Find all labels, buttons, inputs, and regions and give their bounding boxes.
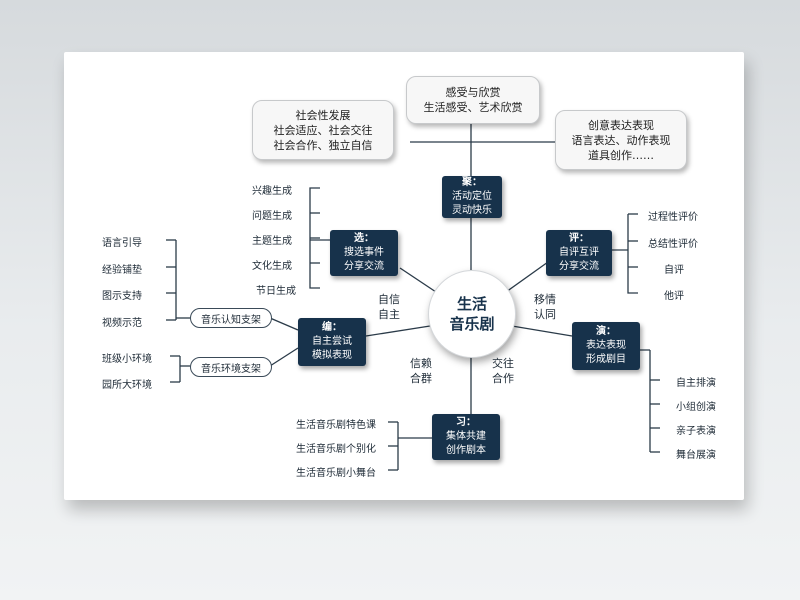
ping-item: 过程性评价 <box>648 212 698 223</box>
node-line: 自评互评 <box>559 247 599 258</box>
node-title: 聚： <box>462 177 482 188</box>
xuan-item: 问题生成 <box>252 211 292 222</box>
node-line: 形成剧目 <box>586 354 626 365</box>
node-bian: 编： 自主尝试 模拟表现 <box>298 318 366 366</box>
side-label-upper-right: 移情 认同 <box>534 292 556 322</box>
yan-item: 舞台展演 <box>676 450 716 461</box>
xi-item: 生活音乐剧个别化 <box>296 444 376 455</box>
ping-item: 总结性评价 <box>648 239 698 250</box>
xuan-item: 兴趣生成 <box>252 186 292 197</box>
node-line: 分享交流 <box>559 261 599 272</box>
bubble-line: 社会合作、独立自信 <box>273 138 373 152</box>
support-environment: 音乐环境支架 <box>190 357 272 377</box>
cognitive-item: 经验铺垫 <box>102 265 142 276</box>
node-line: 创作剧本 <box>446 445 486 456</box>
side-label-line: 认同 <box>534 308 556 321</box>
side-label-line: 移情 <box>534 293 556 306</box>
node-line: 灵动快乐 <box>452 205 492 216</box>
node-line: 模拟表现 <box>312 350 352 361</box>
side-label-line: 自信 <box>378 293 400 306</box>
xuan-item: 主题生成 <box>252 236 292 247</box>
node-ju: 聚： 活动定位 灵动快乐 <box>442 176 502 218</box>
center-topic: 生活 音乐剧 <box>428 270 516 358</box>
cognitive-item: 图示支持 <box>102 291 142 302</box>
center-line: 音乐剧 <box>449 315 495 333</box>
node-yan: 演： 表达表现 形成剧目 <box>572 322 640 370</box>
side-label-line: 交往 <box>492 357 514 370</box>
bubble-line: 社会适应、社会交往 <box>273 123 373 137</box>
side-label-line: 自主 <box>378 308 400 321</box>
cognitive-item: 视频示范 <box>102 318 142 329</box>
node-title: 习： <box>456 417 476 428</box>
node-line: 活动定位 <box>452 191 492 202</box>
node-title: 选： <box>354 233 374 244</box>
node-xi: 习： 集体共建 创作剧本 <box>432 414 500 460</box>
node-title: 编： <box>322 322 342 333</box>
node-line: 集体共建 <box>446 431 486 442</box>
yan-item: 自主排演 <box>676 378 716 389</box>
node-xuan: 选： 搜选事件 分享交流 <box>330 230 398 276</box>
node-line: 自主尝试 <box>312 336 352 347</box>
side-label-upper-left: 自信 自主 <box>378 292 400 322</box>
node-title: 评： <box>569 233 589 244</box>
center-line: 生活 <box>456 295 487 313</box>
side-label-line: 合群 <box>410 372 432 385</box>
bubble-line: 社会性发展 <box>295 108 351 122</box>
ping-item: 他评 <box>664 291 684 302</box>
xi-item: 生活音乐剧小舞台 <box>296 468 376 479</box>
environment-item: 园所大环境 <box>102 380 152 391</box>
ping-item: 自评 <box>664 265 684 276</box>
yan-item: 亲子表演 <box>676 426 716 437</box>
side-label-lower-right: 交往 合作 <box>492 356 514 386</box>
side-label-line: 信赖 <box>410 357 432 370</box>
support-cognitive: 音乐认知支架 <box>190 308 272 328</box>
node-line: 表达表现 <box>586 340 626 351</box>
xuan-item: 节日生成 <box>256 286 296 297</box>
node-title: 演： <box>596 326 616 337</box>
xuan-item: 文化生成 <box>252 261 292 272</box>
bubble-line: 道具创作…… <box>588 148 654 162</box>
xi-item: 生活音乐剧特色课 <box>296 420 376 431</box>
cognitive-item: 语言引导 <box>102 238 142 249</box>
node-line: 搜选事件 <box>344 247 384 258</box>
bubble-line: 生活感受、艺术欣赏 <box>423 101 523 114</box>
bubble-line: 创意表达表现 <box>588 118 654 132</box>
bubble-creative-expression: 创意表达表现 语言表达、动作表现 道具创作…… <box>555 110 687 170</box>
bubble-line: 语言表达、动作表现 <box>571 133 671 147</box>
node-ping: 评： 自评互评 分享交流 <box>546 230 612 276</box>
side-label-line: 合作 <box>492 372 514 385</box>
bubble-social-development: 社会性发展 社会适应、社会交往 社会合作、独立自信 <box>252 100 394 160</box>
side-label-lower-left: 信赖 合群 <box>410 356 432 386</box>
bubble-feel-and-appreciate: 感受与欣赏 生活感受、艺术欣赏 <box>406 76 540 124</box>
bubble-line: 感受与欣赏 <box>445 86 501 99</box>
environment-item: 班级小环境 <box>102 354 152 365</box>
node-line: 分享交流 <box>344 261 384 272</box>
yan-item: 小组创演 <box>676 402 716 413</box>
